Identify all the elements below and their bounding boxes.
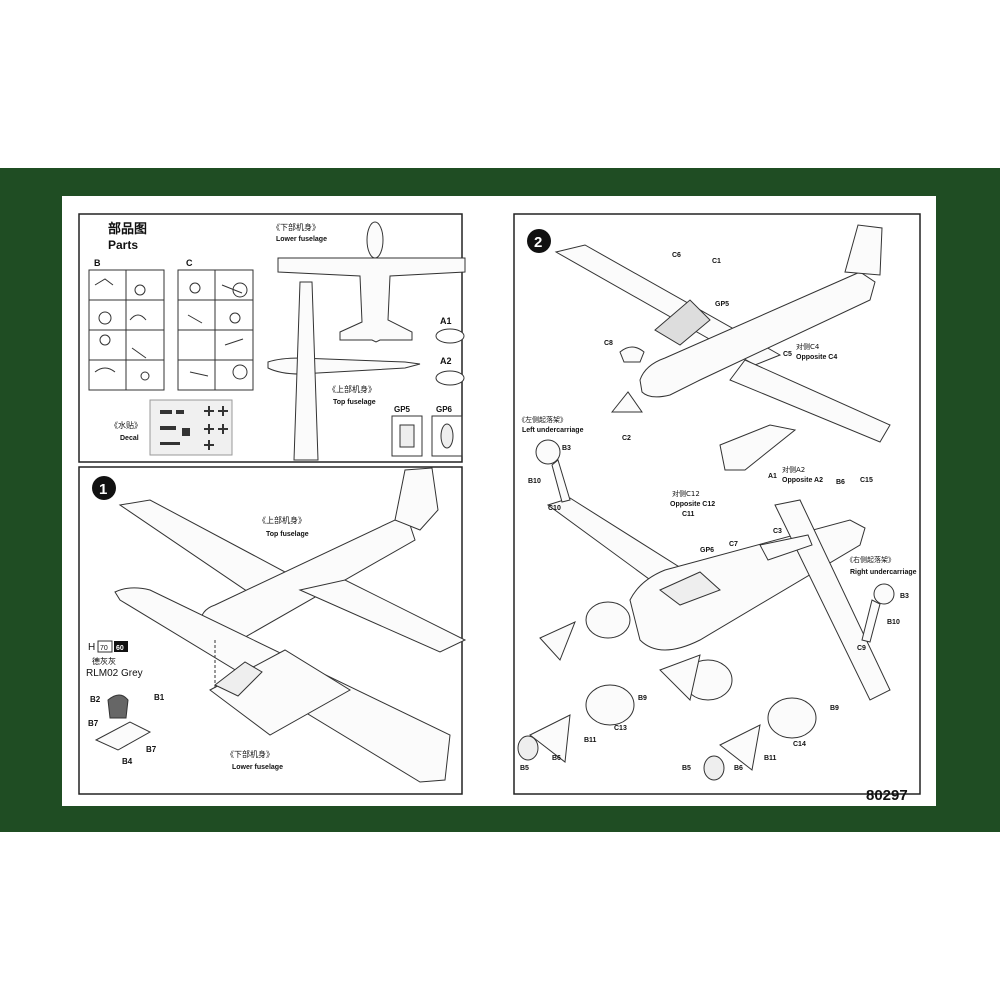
label-left-uc-cn: 《左侧起落架》 — [518, 415, 567, 424]
label-c9-right: C9 — [857, 645, 866, 652]
label-opp-a2-cn: 对侧A2 — [782, 465, 805, 474]
label-c10: C10 — [548, 505, 561, 512]
sprue-c-label: C — [186, 258, 193, 268]
gp6-shape — [440, 423, 454, 449]
label-b9-right: B9 — [830, 705, 839, 712]
step1-seat-drawing — [94, 694, 152, 751]
label-b10-right: B10 — [887, 619, 900, 626]
label-gp6: GP6 — [700, 547, 714, 554]
label-c6: C6 — [672, 252, 681, 259]
step2-upper-aircraft-drawing — [554, 224, 891, 471]
paint-code-b-box — [114, 641, 128, 652]
parts-a1-label: A1 — [440, 316, 452, 326]
step2-lower-aircraft-drawing — [546, 497, 891, 701]
parts-decal-en: Decal — [120, 435, 139, 442]
step1-lower-fuselage-drawing — [114, 587, 451, 783]
label-c7: C7 — [729, 541, 738, 548]
label-opp-a2-en: Opposite A2 — [782, 477, 823, 484]
label-c14: C14 — [793, 741, 806, 748]
label-b6-top: B6 — [836, 479, 845, 486]
label-c8: C8 — [604, 340, 613, 347]
step1-part-b2: B2 — [90, 695, 101, 704]
step2-engines-drawing — [517, 601, 817, 781]
parts-gp6-label: GP6 — [436, 405, 453, 414]
step1-top-fuselage-cn: 《上部机身》 — [258, 515, 306, 525]
parts-title-en: Parts — [108, 238, 138, 252]
label-c11: C11 — [682, 511, 695, 518]
step1-part-b7-left: B7 — [88, 719, 99, 728]
label-b6-left: B6 — [552, 755, 561, 762]
label-c2: C2 — [622, 435, 631, 442]
parts-a2-label: A2 — [440, 356, 452, 366]
step1-number-badge — [92, 476, 116, 500]
parts-decal-cn: 《水贴》 — [110, 420, 142, 430]
paint-code-a-box — [97, 640, 113, 653]
label-b5-left: B5 — [520, 765, 529, 772]
parts-lower-fuselage-drawing — [277, 221, 466, 343]
parts-lower-fuselage-cn: 《下部机身》 — [272, 222, 320, 232]
step1-cockpit-drawing — [214, 661, 263, 697]
label-b11-right: B11 — [764, 755, 777, 762]
gp5-canopy-shape — [399, 424, 415, 448]
step1-part-b7-right: B7 — [146, 745, 157, 754]
sprue-b-label: B — [94, 258, 101, 268]
part-a2-shape — [435, 370, 465, 386]
label-c3: C3 — [773, 528, 782, 535]
label-b5-right: B5 — [682, 765, 691, 772]
label-b11-left: B11 — [584, 737, 597, 744]
step1-top-fuselage-drawing — [118, 467, 467, 653]
paint-name-cn: 德灰灰 — [92, 656, 116, 666]
label-a1: A1 — [768, 473, 777, 480]
sprue-c — [177, 269, 254, 391]
step1-top-fuselage-en: Top fuselage — [266, 531, 309, 538]
label-opp-c4-cn: 对侧C4 — [796, 342, 820, 351]
label-b6-right: B6 — [734, 765, 743, 772]
paint-h-label: H — [88, 642, 95, 653]
step1-lower-fuselage-cn: 《下部机身》 — [226, 749, 274, 759]
paint-code-a: 70 — [100, 645, 108, 652]
parts-lower-fuselage-en: Lower fuselage — [276, 236, 327, 243]
step2-number: 2 — [534, 234, 542, 251]
step1-part-b1: B1 — [154, 693, 165, 702]
label-c1: C1 — [712, 258, 721, 265]
step2-panel-frame — [513, 213, 921, 795]
parts-top-fuselage-en: Top fuselage — [333, 399, 376, 406]
label-opp-c12-en: Opposite C12 — [670, 501, 715, 508]
label-b10-left: B10 — [528, 478, 541, 485]
label-c5: C5 — [783, 351, 792, 358]
label-right-uc-en: Right undercarriage — [850, 569, 917, 576]
label-c13: C13 — [614, 725, 627, 732]
parts-gp5-label: GP5 — [394, 405, 411, 414]
part-gp6-box — [431, 415, 463, 457]
parts-top-fuselage-cn: 《上部机身》 — [328, 384, 376, 394]
label-c15: C15 — [860, 477, 873, 484]
parts-title-cn: 部品图 — [108, 221, 147, 237]
label-right-uc-cn: 《右侧起落架》 — [846, 555, 895, 564]
step1-part-b4: B4 — [122, 757, 133, 766]
label-opp-c4-en: Opposite C4 — [796, 354, 837, 361]
label-opp-c12-cn: 对侧C12 — [672, 489, 700, 498]
decal-crosses — [160, 406, 228, 450]
label-b9-left: B9 — [638, 695, 647, 702]
paint-name-en: RLM02 Grey — [86, 668, 143, 679]
label-gp5: GP5 — [715, 301, 729, 308]
label-left-uc-en: Left undercarriage — [522, 427, 584, 434]
step1-panel-frame — [78, 466, 463, 795]
paint-code-b: 60 — [116, 645, 124, 652]
step1-lower-fuselage-en: Lower fuselage — [232, 764, 283, 771]
parts-side-fuselage-drawing — [267, 281, 421, 461]
sprue-b — [88, 269, 165, 391]
step2-left-undercarriage-drawing — [535, 439, 571, 503]
label-b3-right: B3 — [900, 593, 909, 600]
part-a1-shape — [435, 328, 465, 344]
step2-number-badge — [527, 229, 551, 253]
product-code: 80297 — [866, 787, 908, 804]
label-b3-left: B3 — [562, 445, 571, 452]
step2-right-undercarriage-drawing — [861, 583, 895, 643]
part-gp5-box — [391, 415, 423, 457]
step1-number: 1 — [99, 481, 107, 498]
